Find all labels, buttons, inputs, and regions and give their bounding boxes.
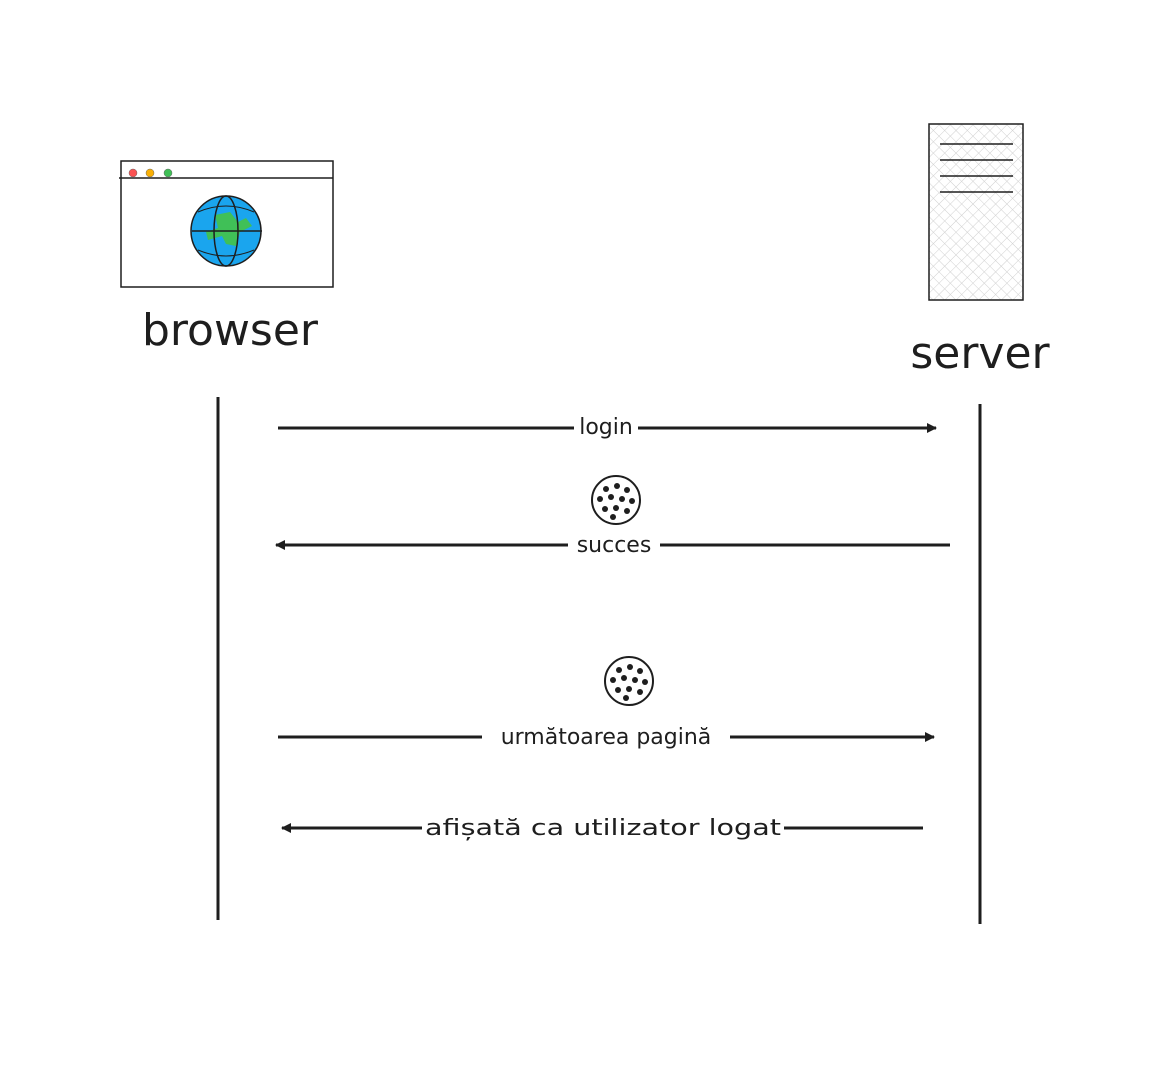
window-dot-green — [163, 168, 173, 178]
server-label: server — [910, 328, 1050, 379]
cookie-icon — [604, 656, 654, 706]
message-label: login — [579, 415, 633, 440]
message-succes: succes — [275, 532, 950, 558]
browser-icon — [119, 160, 334, 288]
browser-label: browser — [142, 305, 319, 356]
server-icon — [928, 123, 1024, 301]
message-label: succes — [577, 533, 652, 558]
message-label: afișată ca utilizator logat — [425, 816, 781, 841]
message-afisata-ca-utilizator-logat: afișată ca utilizator logat — [281, 815, 923, 841]
globe-icon — [190, 195, 262, 267]
window-dot-red — [128, 168, 138, 178]
message-login: login — [278, 414, 937, 440]
message-label: următoarea pagină — [501, 725, 712, 750]
message-urmatoarea-pagina: următoarea pagină — [278, 724, 935, 750]
window-dot-orange — [145, 168, 155, 178]
cookie-icon — [591, 475, 641, 525]
